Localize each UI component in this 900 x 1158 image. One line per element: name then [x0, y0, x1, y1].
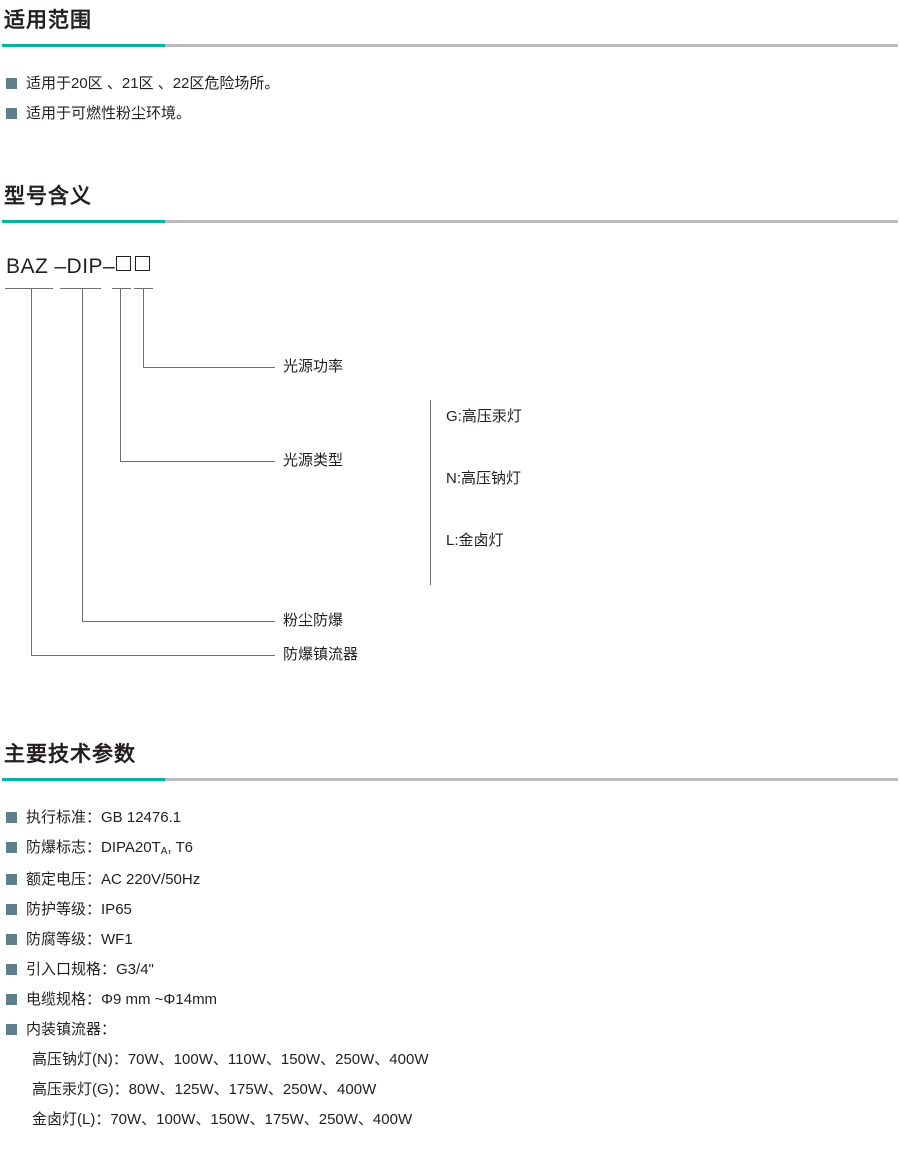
list-item: 防爆标志：DIPA20TA, T6	[0, 833, 900, 865]
spec-value: IP65	[101, 901, 132, 918]
divider-accent	[2, 778, 165, 781]
bullet-square-icon	[6, 812, 17, 823]
section-specs: 主要技术参数 执行标准：GB 12476.1 防爆标志：DIPA20TA, T6…	[0, 742, 900, 1135]
section-title-scope: 适用范围	[4, 9, 92, 32]
spec-label: 防护等级：	[26, 901, 102, 918]
bullet-square-icon	[6, 904, 17, 915]
list-item: 执行标准：GB 12476.1	[0, 803, 900, 833]
lamp-type-bracket	[430, 400, 432, 585]
underline-ballast	[5, 288, 53, 290]
underline-dustproof	[60, 288, 101, 290]
list-item: 额定电压：AC 220V/50Hz	[0, 865, 900, 895]
section-scope: 适用范围 适用于20区 、21区 、22区危险场所。 适用于可燃性粉尘环境。	[0, 8, 900, 129]
ballast-power-line-g: 高压汞灯(G)：80W、125W、175W、250W、400W	[32, 1081, 377, 1098]
leader-horizontal-dustproof	[82, 621, 275, 623]
callout-label-ballast: 防爆镇流器	[283, 646, 359, 663]
callout-label-lamp-type: 光源类型	[283, 452, 344, 469]
section-divider-model	[2, 220, 898, 223]
spec-label: 内装镇流器：	[26, 1021, 117, 1038]
list-item-label: 适用于可燃性粉尘环境。	[26, 105, 192, 122]
ballast-power-line-n: 高压钠灯(N)：70W、100W、110W、150W、250W、400W	[32, 1051, 429, 1068]
specs-bullet-list: 执行标准：GB 12476.1 防爆标志：DIPA20TA, T6 额定电压：A…	[0, 803, 900, 1045]
spec-label: 引入口规格：	[26, 961, 117, 978]
bullet-square-icon	[6, 108, 17, 119]
underline-lamp-type	[112, 288, 131, 290]
bullet-square-icon	[6, 994, 17, 1005]
leader-vertical-power	[143, 288, 145, 368]
section-title-model: 型号含义	[4, 185, 92, 208]
list-item: 防护等级：IP65	[0, 895, 900, 925]
callout-label-dustproof: 粉尘防爆	[283, 612, 344, 629]
spec-label: 电缆规格：	[26, 991, 102, 1008]
spec-value: G3/4"	[116, 961, 154, 978]
leader-vertical-dustproof	[82, 288, 84, 622]
list-item: 内装镇流器：	[0, 1015, 900, 1045]
bullet-square-icon	[6, 842, 17, 853]
leader-vertical-lamp-type	[120, 288, 122, 462]
bullet-square-icon	[6, 934, 17, 945]
leader-horizontal-ballast	[31, 655, 275, 657]
section-model: 型号含义	[0, 184, 900, 223]
bullet-square-icon	[6, 874, 17, 885]
section-title-specs: 主要技术参数	[4, 743, 136, 766]
spec-value-tail: , T6	[167, 839, 194, 856]
list-item: 引入口规格：G3/4"	[0, 955, 900, 985]
code-box-lamp-type	[116, 256, 132, 271]
spec-label: 执行标准：	[26, 809, 102, 826]
spec-label: 额定电压：	[26, 871, 102, 888]
spec-value: WF1	[101, 931, 133, 948]
spec-value: Φ9 mm ~Φ14mm	[101, 991, 218, 1008]
divider-accent	[2, 44, 165, 47]
list-item: 适用于20区 、21区 、22区危险场所。	[0, 69, 900, 99]
bullet-square-icon	[6, 78, 17, 89]
leader-vertical-ballast	[31, 288, 33, 656]
list-item: 适用于可燃性粉尘环境。	[0, 99, 900, 129]
spec-value-sub: A	[160, 846, 168, 857]
lamp-type-option-g: G:高压汞灯	[446, 408, 522, 425]
callout-label-power: 光源功率	[283, 358, 344, 375]
scope-bullet-list: 适用于20区 、21区 、22区危险场所。 适用于可燃性粉尘环境。	[0, 69, 900, 129]
model-code-diagram: BAZ–DIP– 光源功率 光源类型 粉尘防爆 防爆镇流器 G:高压汞灯 N:高…	[0, 255, 900, 685]
lamp-type-option-n: N:高压钠灯	[446, 470, 522, 487]
list-item-label: 适用于20区 、21区 、22区危险场所。	[26, 75, 280, 92]
spec-value: GB 12476.1	[101, 809, 182, 826]
leader-horizontal-power	[143, 367, 275, 369]
spec-value-main: DIPA20T	[101, 839, 161, 856]
divider-accent	[2, 220, 165, 223]
spec-value: DIPA20TA, T6	[101, 833, 193, 865]
spec-label: 防腐等级：	[26, 931, 102, 948]
code-part-baz: BAZ	[6, 255, 49, 278]
spec-value: AC 220V/50Hz	[101, 871, 201, 888]
spec-label: 防爆标志：	[26, 839, 102, 856]
list-item: 防腐等级：WF1	[0, 925, 900, 955]
ballast-power-line-l: 金卤灯(L)：70W、100W、150W、175W、250W、400W	[32, 1111, 413, 1128]
leader-horizontal-lamp-type	[120, 461, 275, 463]
section-divider-specs	[2, 778, 898, 781]
section-divider-scope	[2, 44, 898, 47]
list-item: 电缆规格：Φ9 mm ~Φ14mm	[0, 985, 900, 1015]
model-code-text: BAZ–DIP–	[6, 255, 153, 279]
bullet-square-icon	[6, 964, 17, 975]
bullet-square-icon	[6, 1024, 17, 1035]
lamp-type-option-l: L:金卤灯	[446, 532, 504, 549]
code-part-dip: –DIP–	[54, 255, 116, 278]
code-box-power	[135, 256, 151, 271]
